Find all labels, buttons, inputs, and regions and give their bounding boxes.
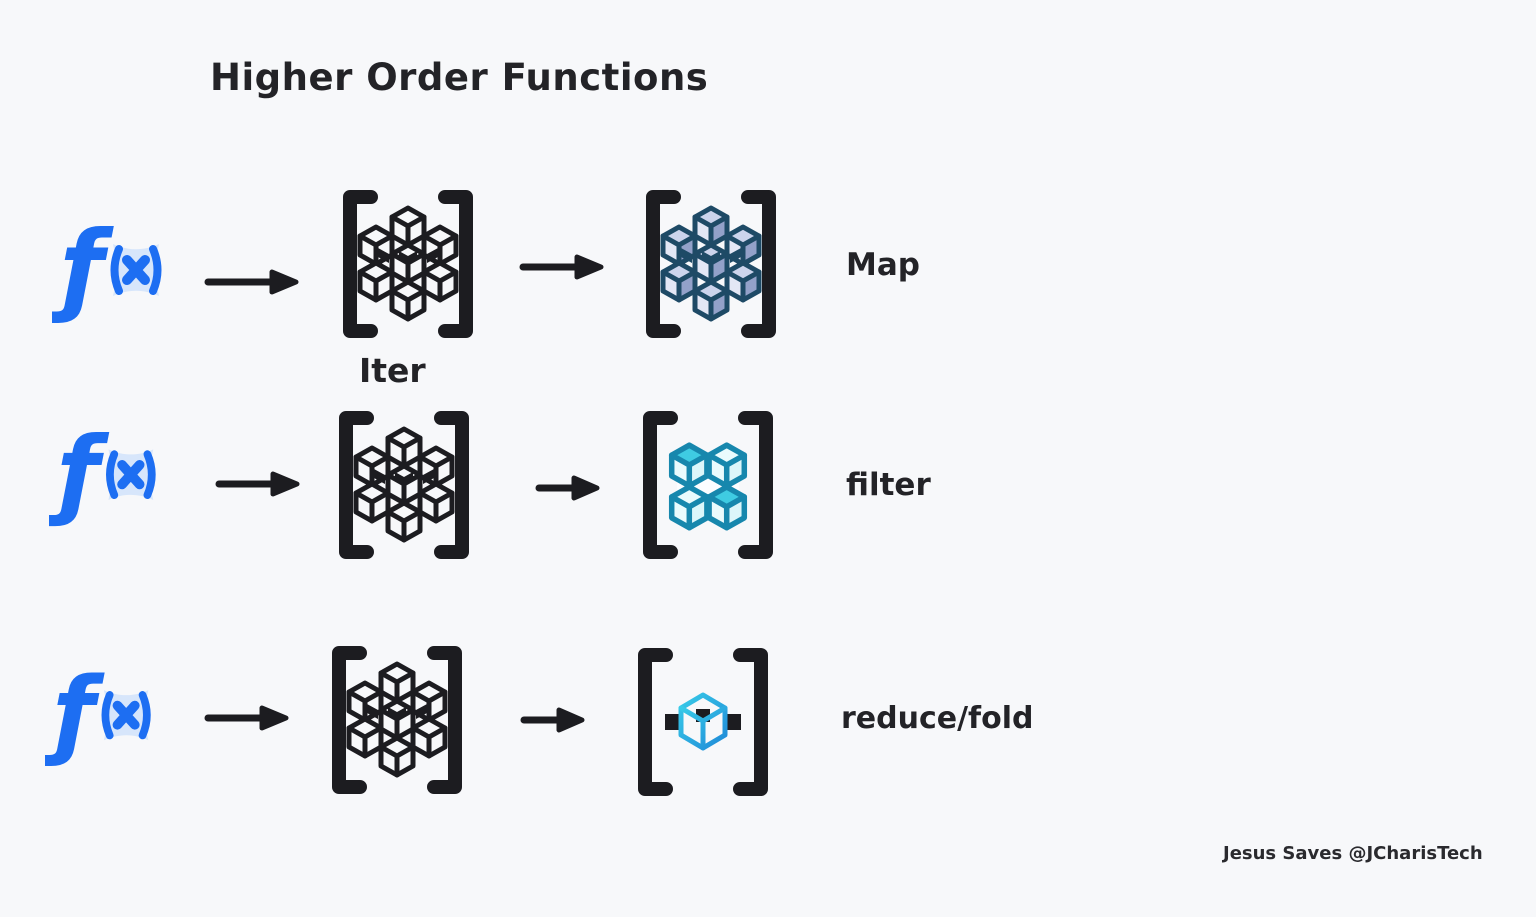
mapped-cubes-icon — [636, 186, 786, 342]
reduce-label: reduce/fold — [841, 701, 1034, 736]
filter-label: filter — [846, 467, 931, 503]
function-fx-icon — [49, 424, 164, 535]
arrow-right-icon — [204, 269, 299, 295]
function-fx-icon — [52, 218, 170, 332]
iter-label: Iter — [359, 351, 426, 390]
arrow-right-icon — [520, 707, 585, 733]
arrow-right-icon — [215, 471, 300, 497]
page-title: Higher Order Functions — [210, 56, 709, 99]
reduced-cube-icon — [628, 644, 778, 800]
arrow-right-icon — [204, 705, 289, 731]
iterable-cubes-icon — [333, 186, 483, 342]
iterable-cubes-icon — [329, 407, 479, 563]
iterable-cubes-icon — [322, 642, 472, 798]
attribution-text: Jesus Saves @JCharisTech — [1223, 843, 1483, 864]
arrow-right-icon — [519, 254, 604, 280]
function-fx-icon — [45, 665, 159, 775]
filtered-cubes-icon — [633, 407, 783, 563]
map-label: Map — [846, 247, 920, 283]
arrow-right-icon — [535, 475, 600, 501]
